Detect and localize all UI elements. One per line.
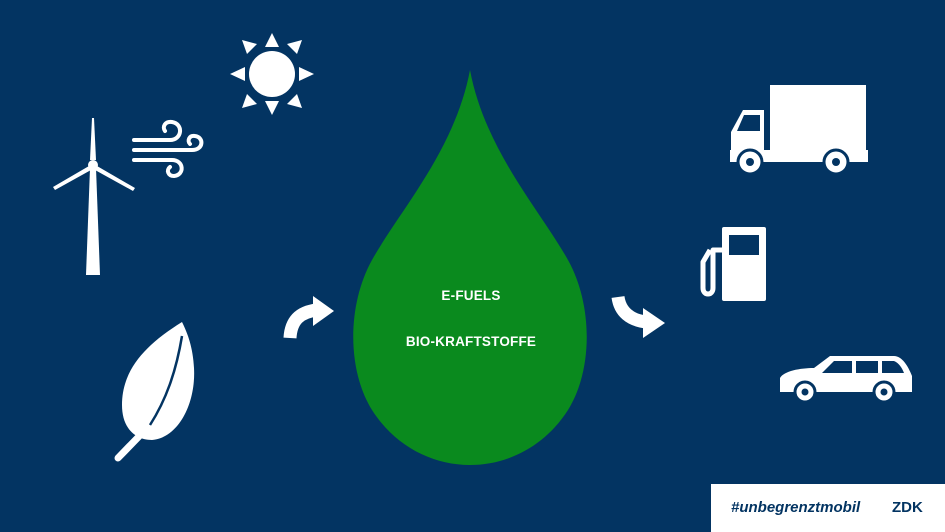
footer-bar: #unbegrenztmobil ZDK bbox=[711, 484, 945, 532]
hashtag-text: #unbegrenztmobil bbox=[731, 499, 861, 516]
drop-label-biofuels: BIO-KRAFTSTOFFE bbox=[405, 334, 537, 349]
drop-label-efuels: E-FUELS bbox=[441, 288, 501, 303]
fuel-pump-icon bbox=[700, 227, 766, 301]
sun-icon bbox=[230, 33, 314, 115]
truck-icon bbox=[730, 85, 868, 176]
wind-turbine-icon bbox=[53, 118, 135, 275]
leaf-icon bbox=[114, 322, 195, 462]
car-icon bbox=[780, 356, 912, 404]
arrow-into-drop-icon bbox=[283, 296, 334, 339]
wind-icon bbox=[132, 119, 204, 179]
brand-logo: ZDK bbox=[892, 499, 923, 516]
fuel-drop-shape bbox=[353, 70, 587, 465]
arrow-out-of-drop-icon bbox=[611, 295, 665, 338]
